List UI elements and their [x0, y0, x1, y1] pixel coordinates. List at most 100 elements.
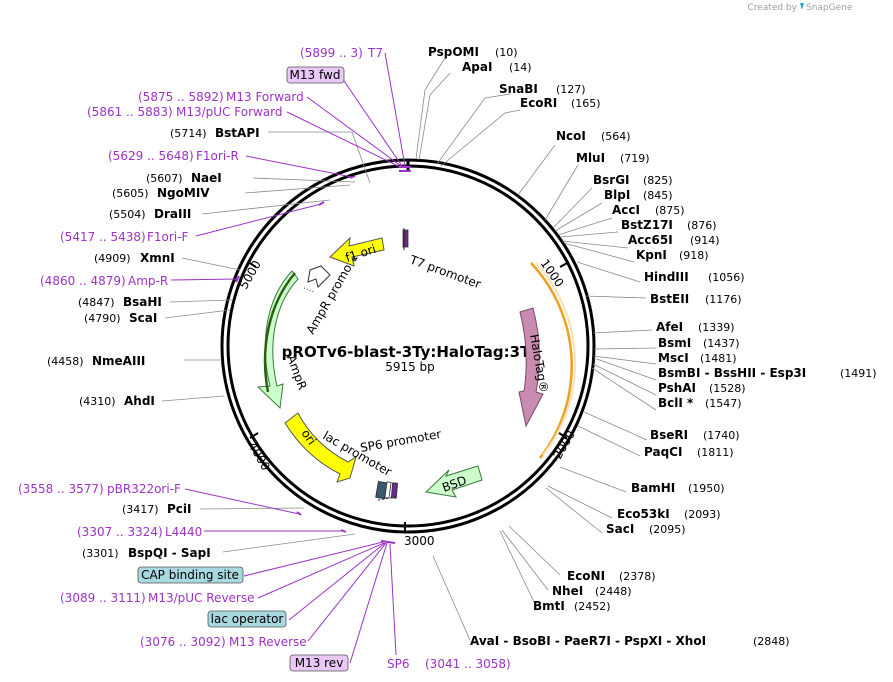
svg-text:(845): (845) [643, 189, 673, 202]
lac-sp6-elements [375, 480, 399, 501]
box-m13-fwd: M13 fwd [286, 66, 345, 84]
ampr-arrow[interactable] [256, 270, 299, 410]
box-cap-binding-site: CAP binding site [137, 566, 244, 584]
site-afei: AfeI [656, 320, 683, 334]
plasmid-name: pROTv6-blast-3Ty:HaloTag:3Ty [282, 343, 539, 361]
svg-text:(3558 .. 3577): (3558 .. 3577) [18, 482, 104, 496]
ampr-promoter-arrow[interactable] [307, 265, 331, 288]
t7-promoter-label: T7 promoter [407, 252, 483, 291]
site-bstapi: BstAPI [215, 126, 260, 140]
svg-text:(5417 .. 5438): (5417 .. 5438) [60, 230, 146, 244]
site-bstz17i: BstZ17I [621, 218, 673, 232]
svg-text:(2448): (2448) [595, 585, 632, 598]
svg-text:(2848): (2848) [753, 635, 790, 648]
svg-text:(5899 .. 3): (5899 .. 3) [300, 46, 363, 60]
svg-text:M13 fwd: M13 fwd [290, 68, 341, 82]
site-ncoi: NcoI [556, 129, 586, 143]
enzyme-labels-left: (5714) BstAPI (5607) NaeI (5605) NgoMIV … [47, 126, 260, 560]
credit-prefix: Created by [747, 3, 797, 13]
site-pcii: PciI [167, 502, 192, 516]
enzyme-leaders-right [415, 57, 657, 641]
site-bsahi: BsaHI [123, 295, 162, 309]
site-pspomi: PspOMI [428, 45, 479, 59]
site-econi: EcoNI [567, 569, 605, 583]
site-acc65i: Acc65I [628, 233, 673, 247]
svg-text:(4310): (4310) [79, 395, 116, 408]
svg-text:(1528): (1528) [709, 382, 746, 395]
site-xmni: XmnI [140, 251, 175, 265]
site-ngomiv: NgoMIV [157, 186, 210, 200]
svg-text:(918): (918) [679, 249, 709, 262]
site-scai: ScaI [129, 311, 157, 325]
svg-text:(3076 .. 3092): (3076 .. 3092) [140, 635, 226, 649]
site-bsrgi: BsrGI [593, 173, 630, 187]
tick-label-4000: 4000 [245, 440, 272, 473]
primer-m13-puc-forward: M13/pUC Forward [176, 105, 283, 119]
svg-text:(825): (825) [643, 174, 673, 187]
primer-f1ori-r: F1ori-R [196, 149, 239, 163]
ampr-promoter-dots [303, 287, 315, 293]
site-nhei: NheI [552, 584, 583, 598]
site-blpi: BlpI [604, 188, 630, 202]
svg-text:(10): (10) [495, 46, 518, 59]
svg-text:(4860 .. 4879): (4860 .. 4879) [40, 274, 126, 288]
svg-text:(1491): (1491) [840, 367, 877, 380]
site-bsmbi-bsshii-esp3i: BsmBI - BssHII - Esp3I [658, 366, 806, 380]
site-bsmi: BsmI [658, 336, 691, 350]
site-paqci: PaqCI [644, 445, 682, 459]
svg-text:(5861 .. 5883): (5861 .. 5883) [87, 105, 173, 119]
site-bmti: BmtI [533, 599, 565, 613]
svg-text:(5875 .. 5892): (5875 .. 5892) [138, 90, 224, 104]
svg-text:(5607): (5607) [146, 172, 183, 185]
svg-text:(3041 .. 3058): (3041 .. 3058) [425, 657, 511, 671]
primer-amp-r: Amp-R [128, 274, 168, 288]
enzyme-labels-right: PspOMI (10) ApaI (14) SnaBI (127) EcoRI … [428, 45, 877, 648]
primer-leaders [170, 52, 406, 664]
primer-labels: (5899 .. 3) T7 (5875 .. 5892) M13 Forwar… [18, 46, 511, 671]
svg-text:(3301): (3301) [82, 547, 119, 560]
site-mlui: MluI [576, 151, 605, 165]
ori-arrow[interactable] [284, 412, 357, 483]
tick-marks [247, 261, 570, 532]
svg-text:(5629 .. 5648): (5629 .. 5648) [108, 149, 194, 163]
svg-text:(1339): (1339) [698, 321, 735, 334]
svg-text:(1740): (1740) [703, 429, 740, 442]
svg-text:(1950): (1950) [688, 482, 725, 495]
ampr-cds-line [263, 272, 296, 393]
svg-text:(14): (14) [509, 61, 532, 74]
svg-text:(5605): (5605) [112, 187, 149, 200]
svg-text:(3307 .. 3324): (3307 .. 3324) [77, 525, 163, 539]
site-pshai: PshAI [658, 381, 696, 395]
bsd-arrow[interactable] [424, 465, 483, 498]
svg-text:(165): (165) [571, 97, 601, 110]
site-hindiii: HindIII [644, 270, 689, 284]
site-bspqi-sapi: BspQI - SapI [128, 546, 211, 560]
sp6-promoter-label: SP6 promoter [359, 427, 442, 455]
svg-text:(1481): (1481) [700, 352, 737, 365]
primer-t7: T7 [367, 46, 383, 60]
svg-text:(875): (875) [655, 204, 685, 217]
svg-text:(719): (719) [620, 152, 650, 165]
f1-ori-arrow[interactable] [329, 236, 385, 267]
primer-f1ori-f: F1ori-F [147, 230, 188, 244]
site-bcli: BclI * [658, 396, 694, 410]
site-bamhi: BamHI [631, 481, 675, 495]
halotag-cds-arc [530, 262, 573, 459]
site-nmeaiii: NmeAIII [92, 354, 145, 368]
svg-text:lac operator: lac operator [211, 612, 284, 626]
svg-text:(4790): (4790) [84, 312, 121, 325]
svg-text:(5714): (5714) [170, 127, 207, 140]
svg-text:(876): (876) [687, 219, 717, 232]
svg-text:(2095): (2095) [649, 523, 686, 536]
site-saci: SacI [606, 522, 634, 536]
svg-text:(4847): (4847) [78, 296, 115, 309]
t7-promoter-block[interactable] [402, 229, 409, 248]
halotag-cds-arc-inner [535, 262, 576, 456]
halotag-arrow[interactable] [518, 307, 544, 428]
primer-sp6: SP6 [387, 657, 410, 671]
plasmid-size: 5915 bp [385, 360, 435, 374]
svg-text:(5504): (5504) [109, 208, 146, 221]
svg-text:(1811): (1811) [697, 446, 734, 459]
site-draiii: DraIII [154, 207, 191, 221]
primer-m13-reverse: M13 Reverse [229, 635, 307, 649]
